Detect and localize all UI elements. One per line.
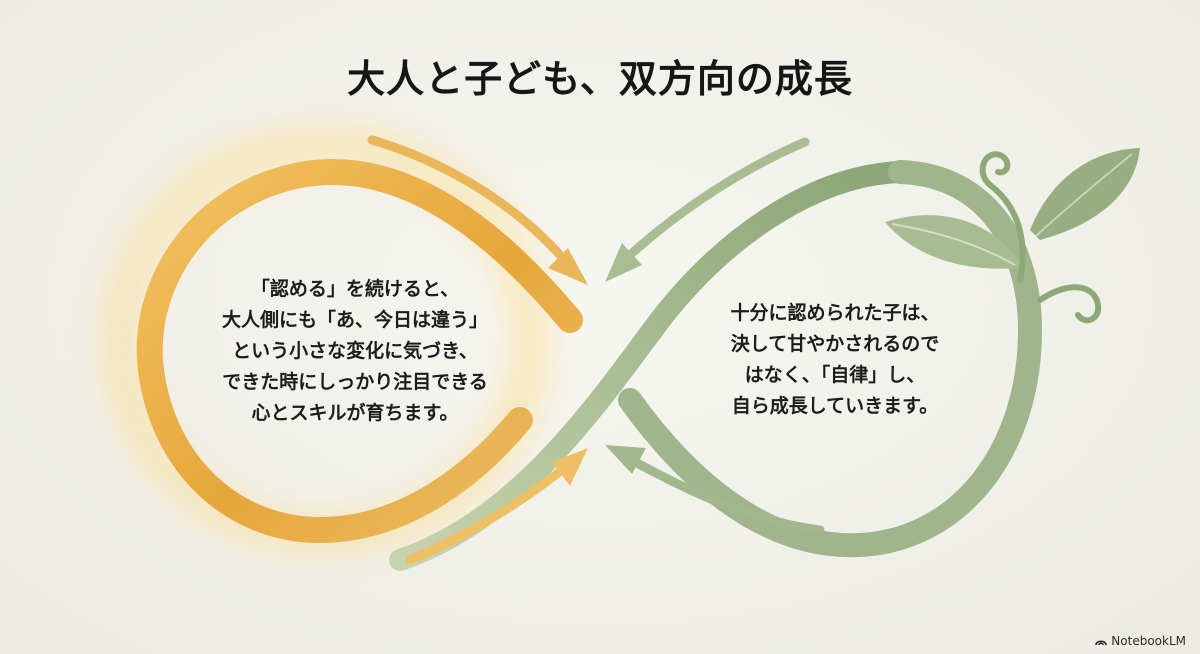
left-description-line: 「認める」を続けると、 [250, 278, 460, 300]
brand-watermark: NotebookLM [1095, 634, 1186, 648]
right-description-line: 決して甘やかされるので [730, 333, 940, 355]
sprout-icon [885, 148, 1140, 324]
green-arrow-bottom [605, 445, 825, 535]
left-description: 「認める」を続けると、 大人側にも「あ、今日は違う」 という小さな変化に気づき、… [190, 274, 520, 429]
left-description-line: 大人側にも「あ、今日は違う」 [221, 309, 488, 331]
left-description-line: できた時にしっかり注目できる [222, 371, 488, 393]
green-arrow-top [605, 137, 810, 282]
left-description-line: 心とスキルが育ちます。 [251, 402, 459, 424]
right-loop-path [618, 160, 1043, 558]
right-description-line: 自ら成長していきます。 [731, 395, 939, 417]
brand-label: NotebookLM [1111, 634, 1186, 648]
left-description-line: という小さな変化に気づき、 [232, 340, 478, 362]
right-description: 十分に認められた子は、 決して甘やかされるので はなく、「自律」し、 自ら成長し… [700, 298, 970, 422]
right-description-line: はなく、「自律」し、 [744, 364, 926, 386]
left-loop-path [136, 159, 583, 544]
warm-arrow-top [367, 135, 588, 285]
right-description-line: 十分に認められた子は、 [730, 302, 940, 324]
green-crossing-path [389, 161, 911, 571]
notebooklm-logo-icon [1095, 639, 1108, 645]
warm-arrow-bottom [405, 448, 588, 565]
page-title: 大人と子ども、双方向の成長 [347, 57, 853, 101]
